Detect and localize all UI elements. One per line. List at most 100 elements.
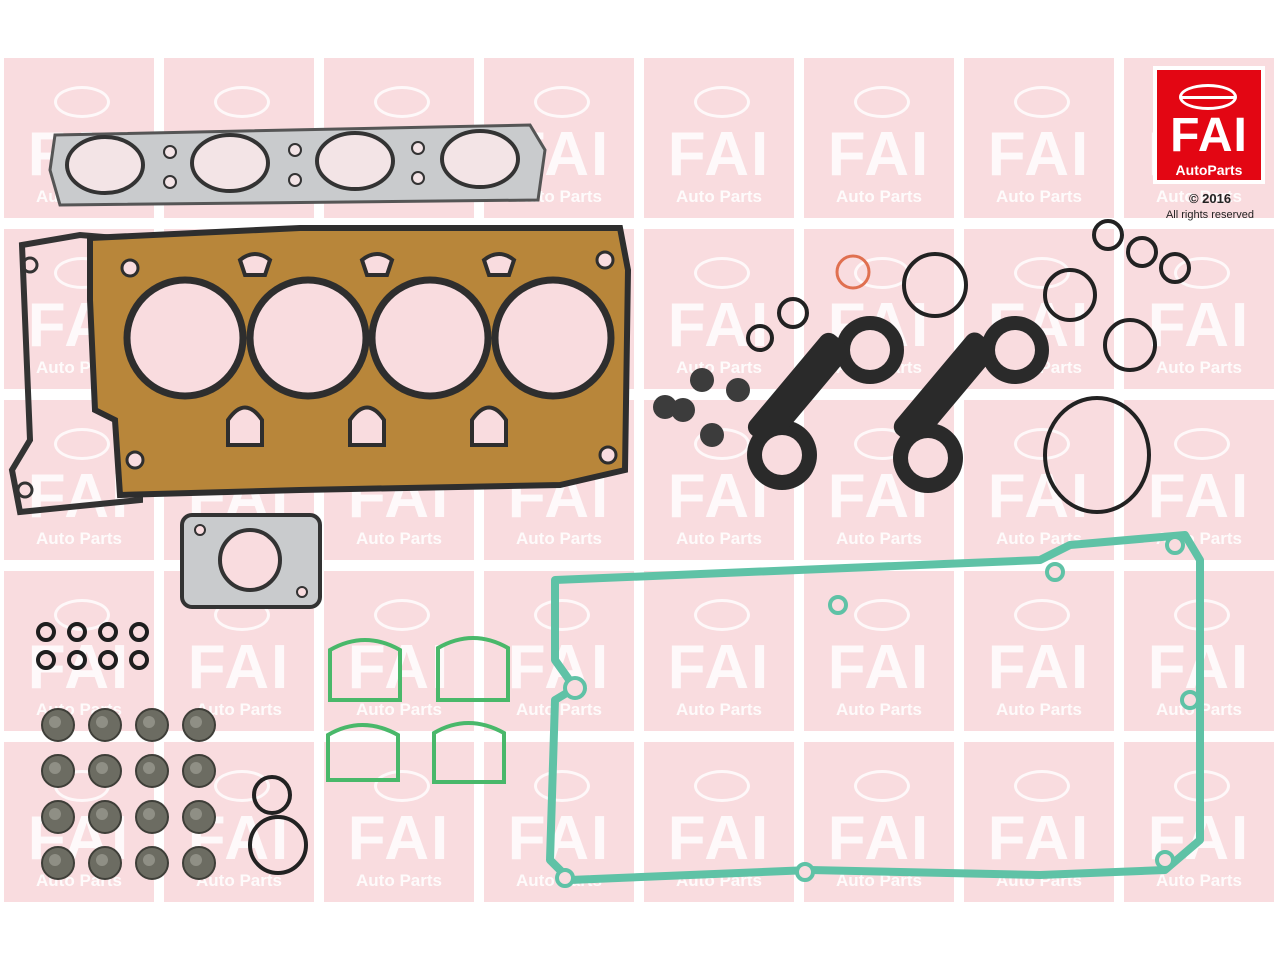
watermark-subtitle: Auto Parts [996,700,1082,719]
valve-stem-seal-highlight [143,808,155,820]
watermark-emblem-icon [54,428,110,460]
watermark-subtitle: Auto Parts [516,700,602,719]
valve-stem-seal-grid [41,708,216,880]
watermark-subtitle: Auto Parts [996,187,1082,206]
logo-word: FAI [1170,109,1248,162]
watermark-subtitle: Auto Parts [836,700,922,719]
logo-emblem-line [1182,96,1234,99]
small-o-ring [98,650,118,670]
watermark-emblem-icon [694,770,750,802]
watermark-word: FAI [347,804,451,873]
copyright-notice: All rights reserved [1165,209,1255,221]
manifold-gasket [48,123,547,207]
valve-stem-seal-highlight [96,854,108,866]
watermark-word: FAI [987,804,1091,873]
watermark-emblem-icon [214,770,270,802]
watermark-subtitle: Auto Parts [356,871,442,890]
valve-stem-seal-highlight [96,808,108,820]
watermark-emblem-icon [54,599,110,631]
flange-gasket [180,513,322,609]
watermark-subtitle: Auto Parts [996,529,1082,548]
watermark-emblem-icon [1014,257,1070,289]
logo-emblem-icon [1179,84,1237,110]
cylinder-head-gasket [87,225,632,499]
watermark-subtitle: Auto Parts [356,529,442,548]
watermark-word: FAI [667,633,771,702]
watermark-word: FAI [827,633,931,702]
watermark-emblem-icon [854,599,910,631]
valve-stem-seal-highlight [143,854,155,866]
watermark-word: FAI [827,804,931,873]
watermark-word: FAI [187,633,291,702]
watermark-emblem-icon [1014,428,1070,460]
watermark-emblem-icon [54,86,110,118]
watermark-word: FAI [1147,462,1251,531]
valve-stem-seal-highlight [143,762,155,774]
watermark-emblem-icon [214,86,270,118]
watermark-emblem-icon [534,599,590,631]
valve-stem-seal-highlight [190,808,202,820]
watermark-subtitle: Auto Parts [676,700,762,719]
watermark-subtitle: Auto Parts [356,700,442,719]
valve-stem-seal-highlight [96,716,108,728]
watermark-subtitle: Auto Parts [1156,358,1242,377]
watermark-emblem-icon [854,86,910,118]
valve-stem-seal-highlight [143,716,155,728]
watermark-word: FAI [1147,291,1251,360]
small-o-ring [67,650,87,670]
small-o-ring [129,650,149,670]
watermark-subtitle: Auto Parts [196,700,282,719]
watermark-emblem-icon [1174,257,1230,289]
watermark-subtitle: Auto Parts [516,529,602,548]
valve-stem-seal-highlight [49,808,61,820]
small-o-ring [67,622,87,642]
watermark-subtitle: Auto Parts [836,187,922,206]
watermark-subtitle: Auto Parts [676,529,762,548]
watermark-subtitle: Auto Parts [836,529,922,548]
watermark-word: FAI [987,633,1091,702]
watermark-emblem-icon [534,770,590,802]
small-o-ring [36,650,56,670]
watermark-word: FAI [827,120,931,189]
watermark-subtitle: Auto Parts [1156,187,1242,206]
valve-stem-seal-highlight [190,762,202,774]
watermark-word: FAI [667,804,771,873]
watermark-emblem-icon [1014,770,1070,802]
watermark-word: FAI [667,120,771,189]
watermark-emblem-icon [694,86,750,118]
valve-cover-gasket [546,531,1204,888]
intake-gaskets [326,636,510,784]
watermark-subtitle: Auto Parts [836,871,922,890]
valve-stem-seal-highlight [190,854,202,866]
watermark-emblem-icon [1014,86,1070,118]
watermark-emblem-icon [694,599,750,631]
watermark-word: FAI [987,120,1091,189]
watermark-emblem-icon [1014,599,1070,631]
o-rings [248,219,1191,875]
watermark-word: FAI [987,462,1091,531]
small-o-ring [98,622,118,642]
watermark-subtitle: Auto Parts [676,187,762,206]
logo-subtitle: AutoParts [1175,162,1243,178]
valve-stem-seal-highlight [49,762,61,774]
copyright-year: © 2016 [1188,191,1232,206]
watermark-emblem-icon [694,257,750,289]
watermark-emblem-icon [534,86,590,118]
watermark-emblem-icon [1174,428,1230,460]
rubber-bridge-seals [747,316,1049,493]
small-o-ring [36,622,56,642]
watermark-emblem-icon [854,770,910,802]
valve-stem-seal-highlight [49,716,61,728]
watermark-word: FAI [667,462,771,531]
watermark-word: FAI [507,804,611,873]
watermark-emblem-icon [374,770,430,802]
